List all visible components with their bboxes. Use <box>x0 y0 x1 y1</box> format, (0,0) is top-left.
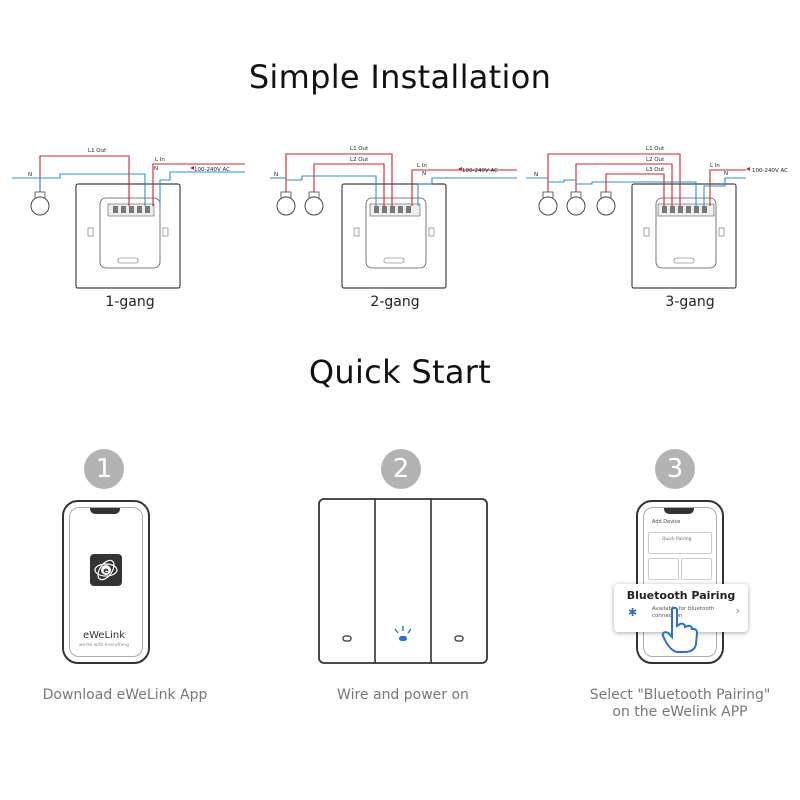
led-indicator <box>342 635 352 642</box>
screen-header: Add Device <box>652 519 681 525</box>
wire-label-lin: L In <box>417 163 427 169</box>
quick-start-title: Quick Start <box>308 353 492 391</box>
wire-label-l3: L3 Out <box>646 167 665 173</box>
bluetooth-pairing-title: Bluetooth Pairing <box>626 589 736 602</box>
bulb-icon <box>566 191 586 216</box>
wire-label-lin: L In <box>710 163 720 169</box>
phone-device: e eWeLink works with everything <box>62 500 150 664</box>
bulb-icon <box>30 191 50 216</box>
supply-label-3: 100-240V AC <box>746 167 788 174</box>
ewelink-logo-icon: e <box>90 554 122 586</box>
step-3-caption: Select "Bluetooth Pairing"on the eWelink… <box>589 687 771 720</box>
wire-label-l1: L1 Out <box>88 148 107 154</box>
wiring-diagram-3-gang: L1 Out L2 Out L3 Out L In N N <box>526 146 746 289</box>
wire-label-n: N <box>154 166 158 172</box>
svg-text:100-240V AC: 100-240V AC <box>462 168 498 174</box>
wiring-diagram-1-gang: L1 Out L In N N <box>12 148 245 289</box>
led-indicator <box>454 635 464 642</box>
led-indicator-lit <box>399 636 407 641</box>
wire-label-l1: L1 Out <box>350 146 369 152</box>
bluetooth-pairing-card[interactable]: Bluetooth Pairing ✱ Available for blueto… <box>614 584 748 632</box>
app-tagline: works with everything <box>79 643 129 648</box>
phone-device: Add Device Quick Pairing <box>636 500 724 664</box>
wire-label-lin: L In <box>155 157 165 163</box>
step-2-number-icon: 2 <box>381 449 421 489</box>
svg-text:100-240V AC: 100-240V AC <box>194 167 230 173</box>
supply-label-2: 100-240V AC <box>458 167 498 174</box>
wire-label-n: N <box>28 172 32 178</box>
bulb-icon <box>538 191 558 216</box>
wire-label-l1: L1 Out <box>646 146 665 152</box>
wire-label-n: N <box>274 172 278 178</box>
step-1-number-icon: 1 <box>84 449 124 489</box>
svg-text:100-240V AC: 100-240V AC <box>752 168 788 174</box>
bluetooth-icon: ✱ <box>628 606 638 619</box>
screen-option: Quick Pairing <box>662 537 692 542</box>
wire-label-l2: L2 Out <box>646 157 665 163</box>
svg-text:e: e <box>103 566 109 575</box>
step-3-number-icon: 3 <box>655 449 695 489</box>
wire-label-n: N <box>724 171 728 177</box>
wire-label-l2: L2 Out <box>350 157 369 163</box>
wiring-diagram-2-gang: L1 Out L2 Out L In N N <box>270 146 517 289</box>
app-name: eWeLink <box>82 630 126 641</box>
bulb-icon <box>596 191 616 216</box>
three-gang-switch-illustration <box>318 498 488 664</box>
tap-hand-icon <box>661 606 699 653</box>
bulb-icon <box>304 191 324 216</box>
wire-label-n: N <box>422 171 426 177</box>
gang-label-1: 1-gang <box>105 294 155 310</box>
gang-label-2: 2-gang <box>370 294 420 310</box>
chevron-right-icon: › <box>735 604 740 617</box>
supply-label-1: 100-240V AC <box>190 166 230 173</box>
installation-title: Simple Installation <box>248 58 552 96</box>
step-2-caption: Wire and power on <box>337 687 469 703</box>
bulb-icon <box>276 191 296 216</box>
wire-label-n: N <box>534 172 538 178</box>
step-1-caption: Download eWeLink App <box>42 687 208 703</box>
gang-label-3: 3-gang <box>665 294 715 310</box>
